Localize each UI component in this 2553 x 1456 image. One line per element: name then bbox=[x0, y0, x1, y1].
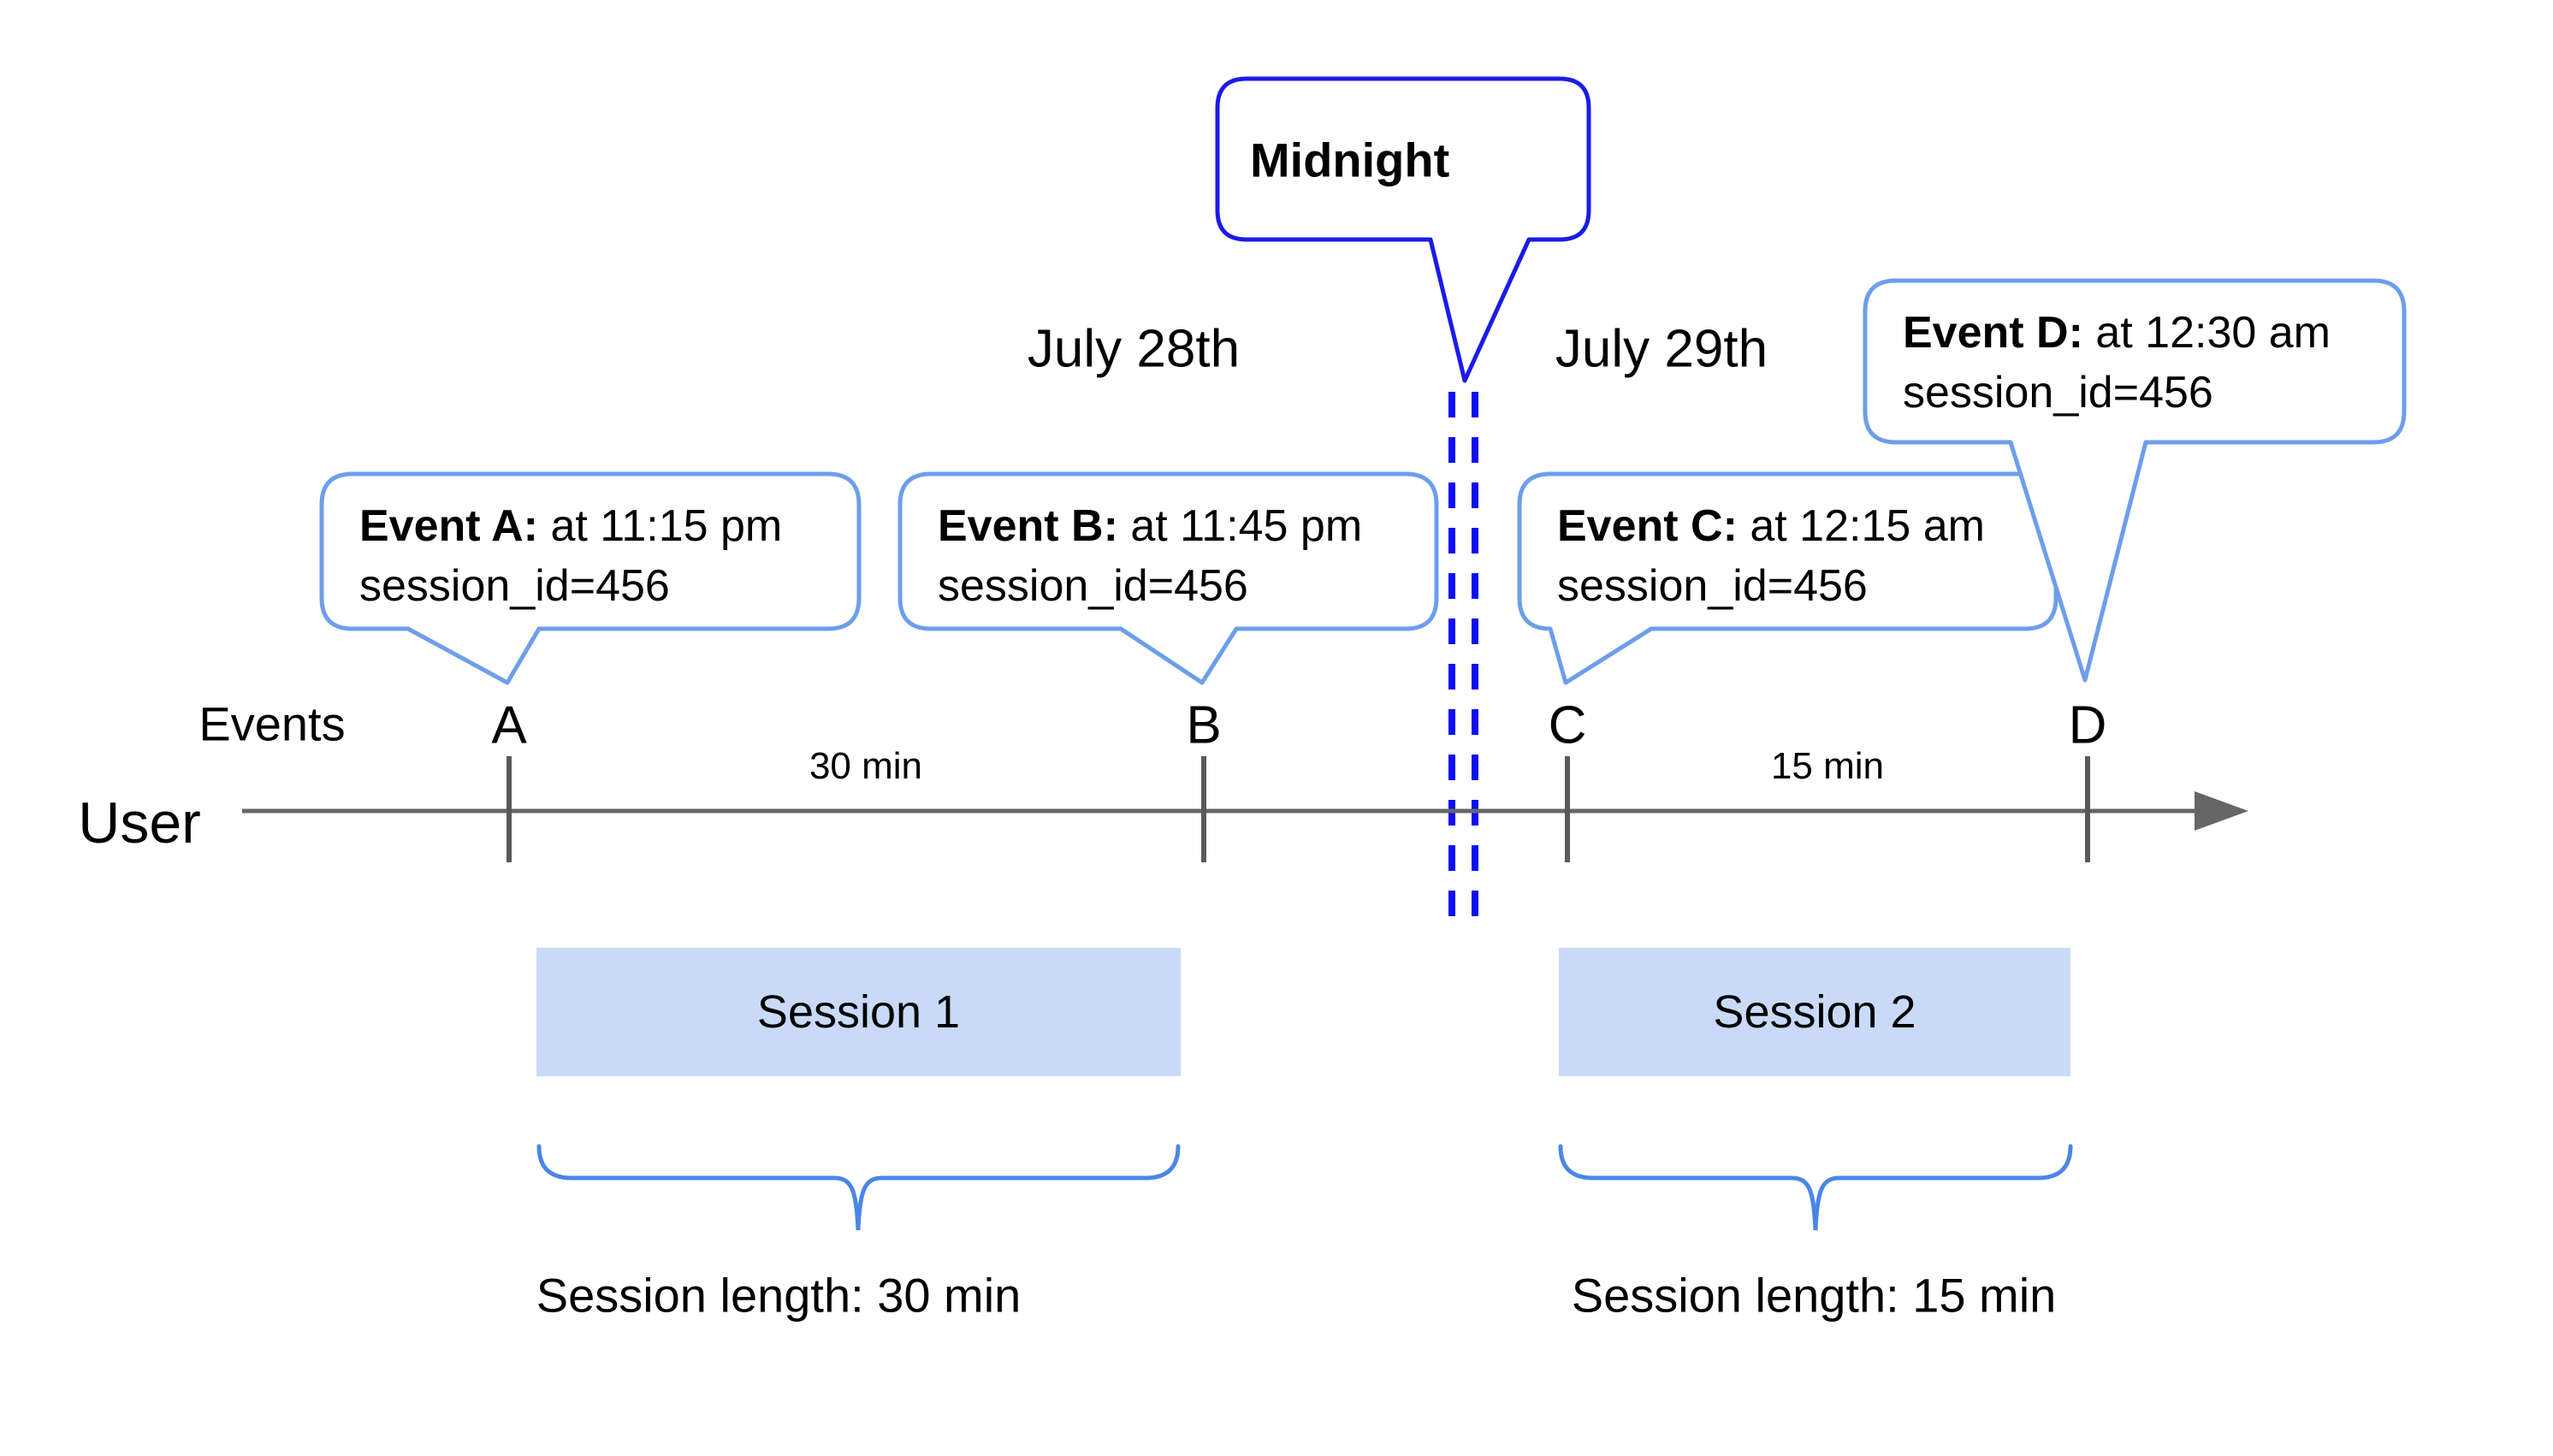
session-2-length-label: Session length: 15 min bbox=[1571, 1268, 2057, 1323]
callout-bubble-event-d bbox=[1863, 278, 2407, 683]
session-1-label: Session 1 bbox=[756, 986, 961, 1038]
event-c-time: at 12:15 am bbox=[1737, 501, 1985, 551]
event-b-time: at 11:45 pm bbox=[1117, 501, 1363, 551]
callout-line-1: Event C: at 12:15 am bbox=[1557, 496, 1985, 556]
event-d-time: at 12:30 am bbox=[2082, 308, 2331, 358]
event-c-session: session_id=456 bbox=[1557, 561, 1868, 611]
callout-bubble-event-b bbox=[897, 471, 1439, 685]
event-a-prefix: Event A: bbox=[359, 501, 538, 551]
callout-text-event-d: Event D: at 12:30 am session_id=456 bbox=[1903, 303, 2331, 423]
brace-session-1 bbox=[536, 1144, 1181, 1231]
marker-c: C bbox=[1548, 695, 1587, 755]
callout-line-1: Event D: at 12:30 am bbox=[1903, 303, 2331, 363]
callout-bubble-midnight bbox=[1215, 76, 1591, 383]
marker-d: D bbox=[2068, 695, 2107, 755]
event-b-session: session_id=456 bbox=[938, 561, 1248, 611]
events-axis-label: Events bbox=[198, 696, 346, 751]
interval-30min-label: 30 min bbox=[809, 745, 923, 787]
callout-text-event-a: Event A: at 11:15 pm session_id=456 bbox=[359, 496, 782, 616]
event-a-time: at 11:15 pm bbox=[538, 501, 783, 551]
event-a-session: session_id=456 bbox=[359, 561, 670, 611]
callout-text-event-c: Event C: at 12:15 am session_id=456 bbox=[1557, 496, 1985, 616]
callout-bubble-event-a bbox=[319, 471, 862, 685]
brace-session-2 bbox=[1558, 1144, 2073, 1231]
midnight-label: Midnight bbox=[1250, 133, 1450, 187]
callout-line-1: Event B: at 11:45 pm bbox=[938, 496, 1362, 556]
session-1-length-label: Session length: 30 min bbox=[536, 1268, 1022, 1323]
event-d-prefix: Event D: bbox=[1903, 308, 2083, 358]
user-axis-label: User bbox=[78, 790, 201, 855]
date-july-29: July 29th bbox=[1555, 319, 1768, 379]
midnight-divider bbox=[1448, 392, 1478, 920]
callout-line-1: Event A: at 11:15 pm bbox=[359, 496, 782, 556]
session-1-box: Session 1 bbox=[536, 948, 1181, 1076]
interval-15min-label: 15 min bbox=[1770, 745, 1885, 787]
event-d-session: session_id=456 bbox=[1903, 368, 2213, 417]
date-july-28: July 28th bbox=[1027, 319, 1241, 379]
event-c-prefix: Event C: bbox=[1557, 501, 1738, 551]
marker-a: A bbox=[491, 695, 527, 755]
event-b-prefix: Event B: bbox=[938, 501, 1118, 551]
marker-b: B bbox=[1186, 695, 1222, 755]
timeline-axis bbox=[242, 756, 2248, 862]
callout-text-event-b: Event B: at 11:45 pm session_id=456 bbox=[938, 496, 1362, 616]
timeline-arrowhead-icon bbox=[2195, 791, 2248, 831]
session-2-box: Session 2 bbox=[1559, 948, 2070, 1076]
session-2-label: Session 2 bbox=[1713, 986, 1916, 1038]
